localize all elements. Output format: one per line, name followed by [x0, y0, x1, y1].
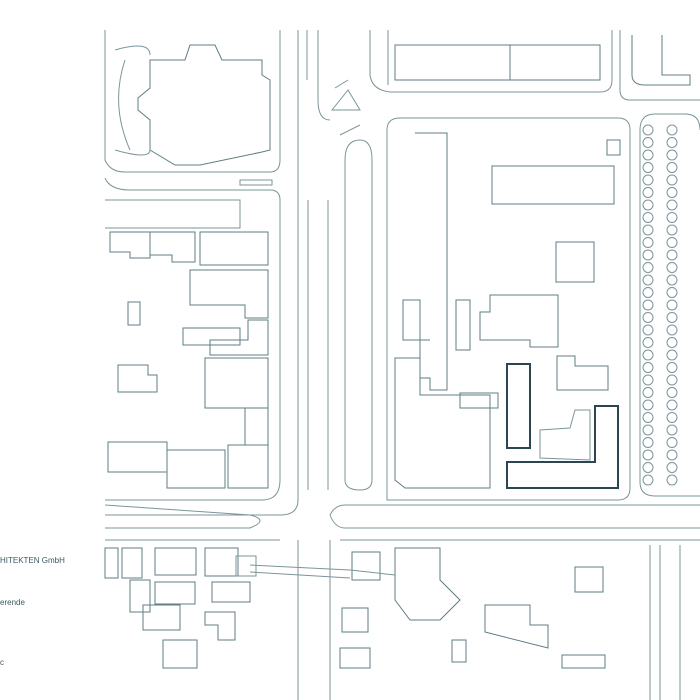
tree-symbol [642, 149, 654, 161]
tree-symbol [666, 399, 678, 411]
tree-symbol [642, 262, 654, 273]
tree-symbol [642, 124, 654, 136]
tree-symbol [666, 312, 678, 323]
tree-row [642, 124, 678, 486]
tree-symbol [642, 424, 654, 436]
tree-symbol [666, 299, 678, 311]
central-block-buildings [394, 132, 621, 489]
tree-symbol [642, 324, 654, 336]
tree-symbol [666, 174, 678, 186]
tree-symbol [666, 274, 678, 286]
tree-symbol [642, 174, 654, 186]
tree-symbol [666, 137, 678, 148]
tree-symbol [642, 162, 654, 173]
tree-symbol [642, 237, 654, 248]
highlighted-project-building [506, 363, 619, 489]
tree-symbol [642, 337, 654, 348]
tree-symbol [666, 474, 678, 486]
tree-symbol [666, 187, 678, 198]
tree-symbol [666, 237, 678, 248]
tree-symbol [666, 424, 678, 436]
tree-symbol [666, 337, 678, 348]
tree-symbol [642, 412, 654, 423]
legend-line-2: erende [0, 598, 25, 607]
tree-symbol [666, 249, 678, 261]
tree-symbol [642, 312, 654, 323]
tree-symbol [642, 287, 654, 298]
tree-symbol [666, 124, 678, 136]
tree-symbol [666, 324, 678, 336]
tree-symbol [666, 462, 678, 473]
tree-symbol [642, 349, 654, 361]
tree-symbol [666, 412, 678, 423]
tree-symbol [642, 224, 654, 236]
tree-symbol [642, 462, 654, 473]
church-building [114, 44, 273, 186]
architect-name-label: HITEKTEN GmbH [0, 556, 65, 565]
tree-symbol [642, 387, 654, 398]
tree-symbol [666, 212, 678, 223]
tree-symbol [642, 374, 654, 386]
tree-symbol [642, 299, 654, 311]
tree-symbol [642, 137, 654, 148]
tree-symbol [642, 274, 654, 286]
tree-symbol [642, 362, 654, 373]
tree-symbol [642, 212, 654, 223]
tree-symbol [666, 162, 678, 173]
tree-symbol [666, 437, 678, 448]
tree-symbol [666, 374, 678, 386]
tree-symbol [666, 387, 678, 398]
tree-symbol [666, 362, 678, 373]
tree-symbol [666, 262, 678, 273]
tree-symbol [666, 199, 678, 211]
tree-symbol [666, 149, 678, 161]
bottom-buildings [104, 547, 606, 669]
tree-symbol [642, 437, 654, 448]
tree-symbol [666, 287, 678, 298]
tree-symbol [642, 399, 654, 411]
tree-symbol [666, 449, 678, 461]
left-block-buildings [107, 231, 269, 489]
tree-symbol [642, 474, 654, 486]
top-right-buildings [394, 35, 691, 86]
tree-symbol [666, 349, 678, 361]
tree-symbol [666, 224, 678, 236]
tree-symbol [642, 249, 654, 261]
streets [104, 30, 700, 700]
tree-symbol [642, 199, 654, 211]
legend-line-3: c [0, 658, 4, 667]
tree-symbol [642, 449, 654, 461]
tree-symbol [642, 187, 654, 198]
